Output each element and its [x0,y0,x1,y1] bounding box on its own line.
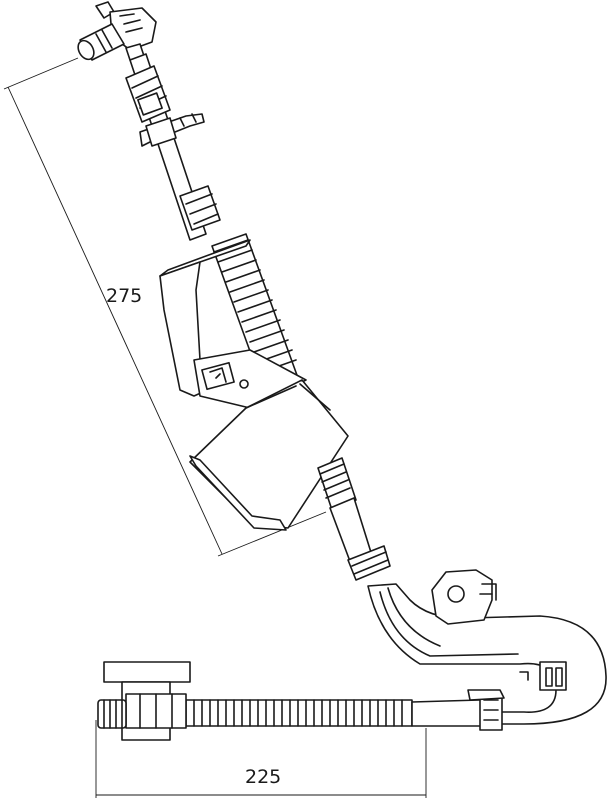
lower-tube [411,689,505,731]
dimension-diagonal: 275 [3,57,327,557]
mounting-tab [431,569,497,625]
upper-clip [139,113,205,147]
upper-ferrule [179,185,221,231]
bracket [159,239,349,531]
middle-tube [329,497,391,581]
middle-corrugated-hose [317,457,357,511]
lower-corrugated-hose [185,699,413,727]
dimension-horizontal: 225 [95,720,427,798]
hairpin-clip [519,661,567,691]
top-fitting [77,1,157,61]
left-end-fitting [97,661,191,741]
dimension-label-225: 225 [245,766,281,788]
dimension-label-275: 275 [106,285,142,307]
